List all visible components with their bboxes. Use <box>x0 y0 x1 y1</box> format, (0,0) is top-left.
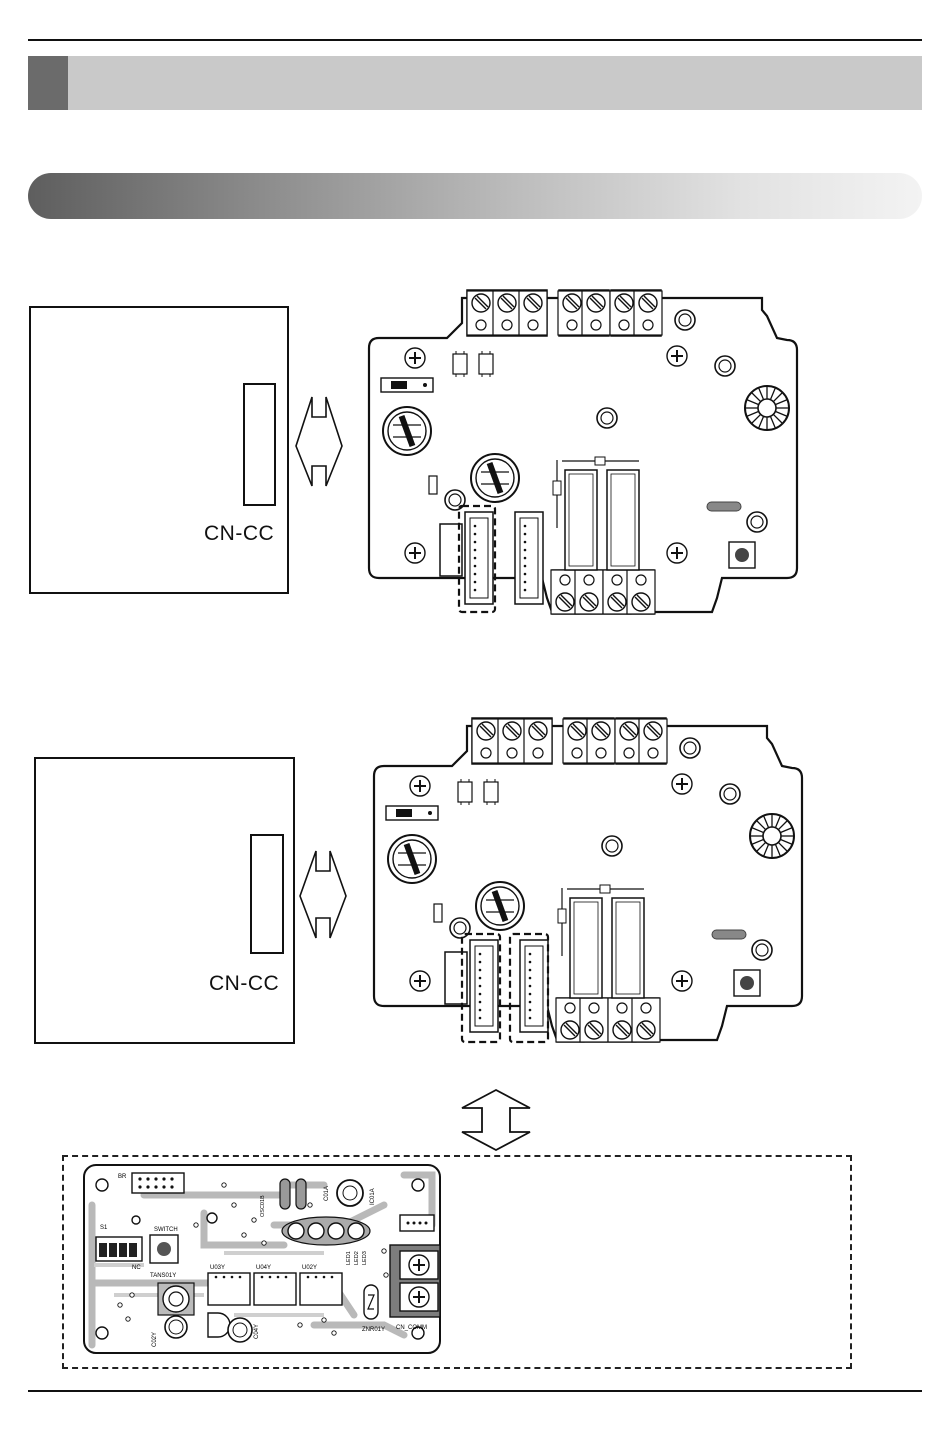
bottom-rule <box>28 1390 922 1392</box>
label-u02y: U02Y <box>302 1265 317 1271</box>
label-s1: S1 <box>100 1225 108 1231</box>
label-ic01a: IC01A <box>370 1188 376 1205</box>
label-u04y: U04Y <box>256 1265 271 1271</box>
double-arrow-vertical <box>462 1090 530 1150</box>
label-znr: ZNR01Y <box>362 1327 385 1333</box>
double-arrow-top <box>296 397 342 486</box>
double-arrow-middle <box>300 851 346 938</box>
label-osc: OSC01B <box>260 1195 266 1217</box>
label-switch: SWITCH <box>154 1227 178 1233</box>
label-c01a: C01A <box>324 1186 330 1201</box>
label-led2: LED2 <box>354 1251 360 1265</box>
label-nc: NC <box>132 1265 141 1271</box>
label-br: BR <box>118 1174 127 1180</box>
label-led3: LED3 <box>362 1251 368 1265</box>
label-tans: TANS01Y <box>150 1273 176 1279</box>
label-u03y: U03Y <box>210 1265 225 1271</box>
label-c04y: C04Y <box>254 1324 260 1339</box>
label-led1: LED1 <box>346 1251 352 1265</box>
pcb-board-middle <box>374 718 802 1042</box>
label-c02y: C02Y <box>152 1332 158 1347</box>
pcb-board-top <box>369 290 797 614</box>
module-board: BR S1 NC SWITCH TANS01Y C02Y C04Y <box>84 1165 440 1353</box>
label-cn-comm: CN_COMM <box>396 1325 427 1331</box>
